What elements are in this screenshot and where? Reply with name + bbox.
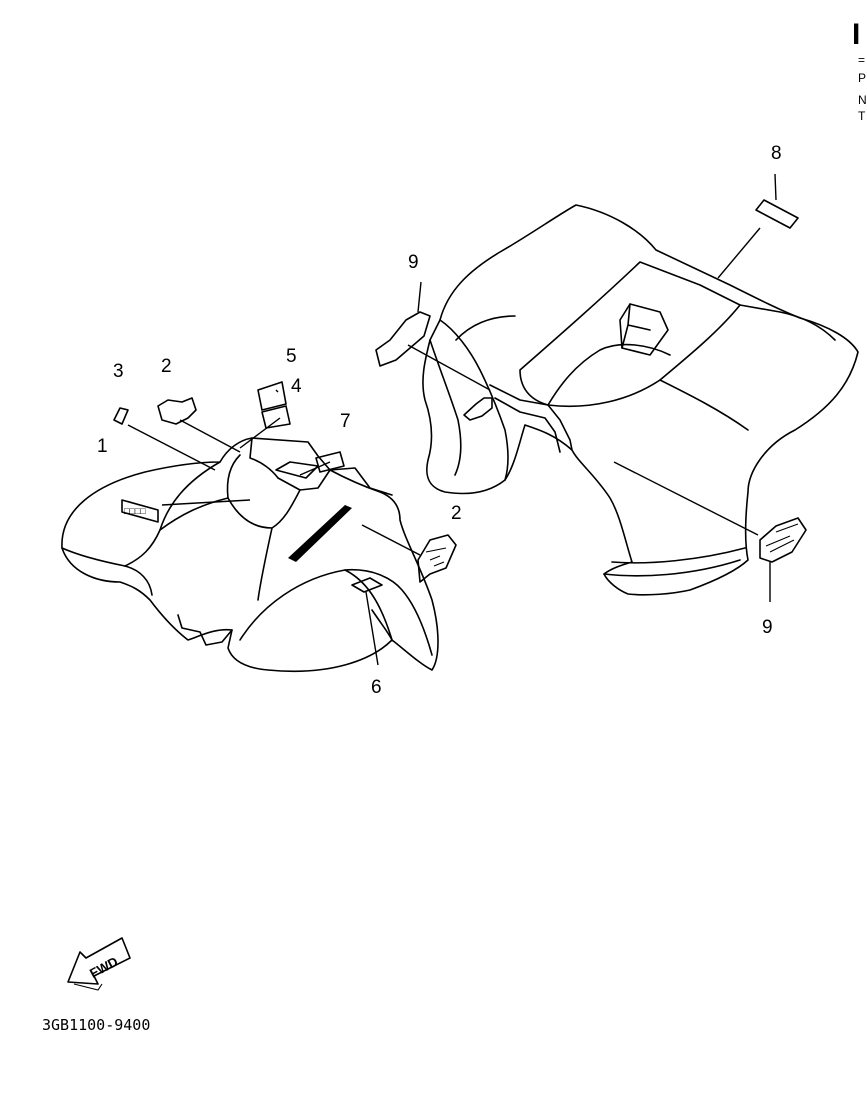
header-line-1: = — [858, 53, 865, 67]
diagram-code: 3GB1100-9400 — [42, 1016, 150, 1034]
header-fragment: I = P N T — [852, 18, 867, 123]
rear-bracket — [463, 397, 493, 421]
callout-1: 1 — [97, 436, 108, 457]
front-fender — [61, 437, 439, 673]
callout-9-lower: 9 — [762, 617, 773, 638]
header-line-2: P — [858, 71, 866, 85]
header-line-3: N — [858, 93, 867, 107]
callout-8: 8 — [771, 143, 782, 164]
decal-5 — [257, 381, 287, 411]
decal-1: □□□□ — [121, 499, 159, 523]
callout-4: 4 — [291, 376, 302, 397]
callout-5: 5 — [286, 346, 297, 367]
callout-9-upper: 9 — [408, 252, 419, 273]
decal-9-lower — [759, 517, 807, 563]
callouts: 1 2 3 5 4 7 2 6 8 9 9 — [97, 143, 782, 698]
fwd-label: FWD — [87, 954, 120, 981]
decal-8 — [755, 199, 799, 229]
decal-3 — [113, 407, 129, 425]
callout-7: 7 — [340, 411, 351, 432]
decal-4 — [261, 405, 291, 429]
callout-2-front: 2 — [161, 356, 172, 377]
rear-decals — [375, 199, 807, 563]
callout-3: 3 — [113, 361, 124, 382]
decal-2-left — [157, 397, 197, 425]
decal-9-upper — [375, 311, 431, 367]
decal-2-right — [417, 534, 457, 583]
fwd-arrow-icon: FWD — [67, 937, 131, 991]
callout-2-side: 2 — [451, 503, 462, 524]
header-big-char: I — [852, 18, 860, 51]
svg-text:□□□□: □□□□ — [124, 506, 146, 516]
rear-fender — [422, 204, 859, 596]
header-line-4: T — [858, 109, 866, 123]
callout-6: 6 — [371, 677, 382, 698]
leader-lines — [127, 173, 777, 666]
